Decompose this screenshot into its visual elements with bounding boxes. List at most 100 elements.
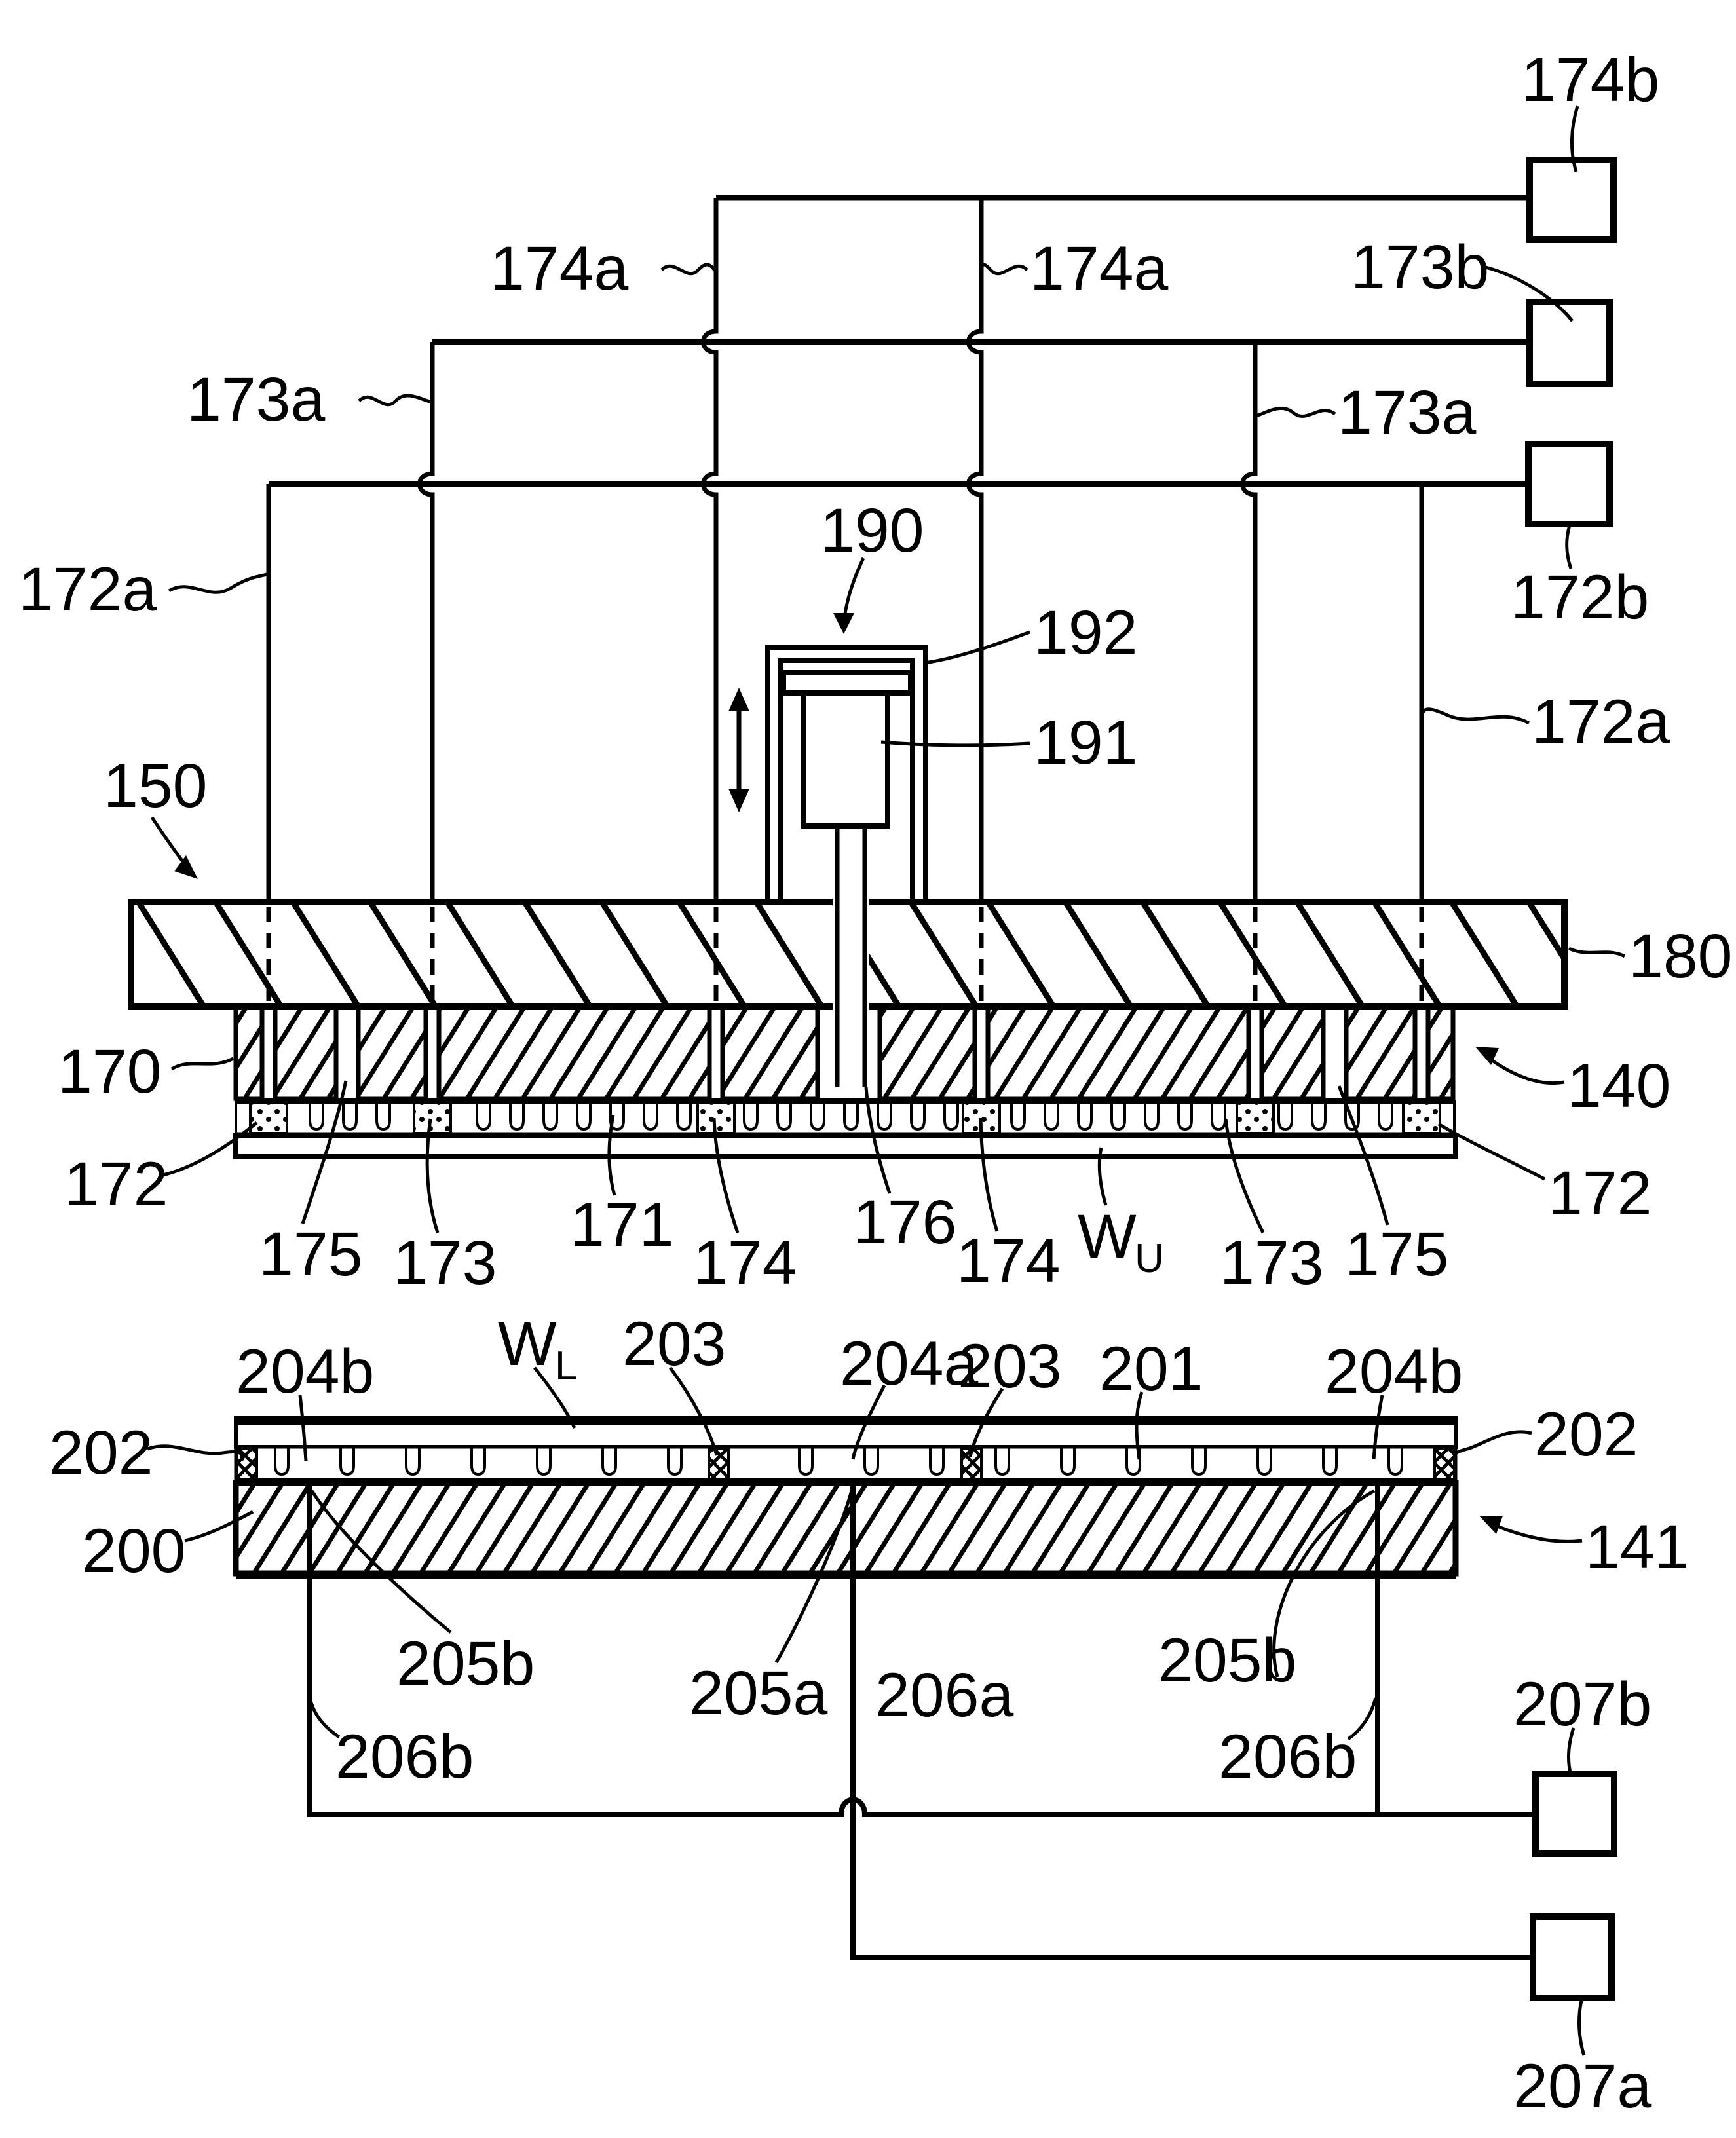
electrode-block <box>1344 1004 1418 1101</box>
lower-block-dividers <box>307 1483 1380 1575</box>
leader-206b-left <box>308 1697 341 1739</box>
leader-203-left <box>668 1366 719 1456</box>
leader-180 <box>1568 947 1626 958</box>
leader-174b <box>1570 105 1579 172</box>
label-174-left: 174 <box>693 1228 797 1298</box>
leader-173a-left <box>358 394 433 407</box>
electrode-block <box>877 1004 977 1101</box>
label-WU-sub: U <box>1135 1236 1164 1281</box>
label-202-left: 202 <box>49 1418 153 1488</box>
leader-175-right <box>1337 1085 1389 1226</box>
terminal-pad-172 <box>1402 1102 1441 1135</box>
seal-block-203-left <box>708 1447 730 1480</box>
label-170: 170 <box>58 1037 162 1106</box>
power-box-174b <box>1526 157 1617 243</box>
leader-171 <box>607 1114 616 1196</box>
label-171: 171 <box>570 1190 674 1260</box>
column-174a-right <box>966 198 984 902</box>
wire-206a-to-207a <box>850 1575 1533 1960</box>
label-WU-main: W <box>1078 1202 1137 1271</box>
leader-WL <box>533 1366 576 1429</box>
arrowhead-140 <box>1475 1047 1499 1065</box>
label-203-left: 203 <box>622 1309 726 1379</box>
label-172a-right: 172a <box>1532 687 1670 757</box>
label-204a: 204a <box>840 1329 979 1398</box>
power-box-173b <box>1526 299 1613 387</box>
electrode-block <box>273 1004 339 1101</box>
label-207b: 207b <box>1513 1670 1651 1739</box>
leader-175-left <box>301 1080 348 1224</box>
label-206b-left: 206b <box>335 1722 474 1791</box>
label-176: 176 <box>853 1188 957 1257</box>
label-172a-left: 172a <box>18 555 157 624</box>
label-WL-sub: L <box>555 1343 577 1389</box>
lower-terminal-strip-201 <box>234 1445 1458 1484</box>
label-190: 190 <box>820 496 924 565</box>
electrode-block <box>720 1004 820 1101</box>
label-180: 180 <box>1629 922 1733 991</box>
electrode-block <box>233 1004 265 1101</box>
leader-170 <box>170 1057 235 1071</box>
label-173b: 173b <box>1351 233 1489 302</box>
arrowhead-141 <box>1479 1516 1503 1534</box>
electrode-band-140 <box>233 1004 1456 1101</box>
upper-stage-assembly <box>128 645 1568 1159</box>
leader-203-right <box>968 1387 1004 1457</box>
terminal-pad-172 <box>413 1102 452 1135</box>
leader-174-right <box>979 1117 999 1232</box>
label-204b-left: 204b <box>236 1337 374 1406</box>
label-207a: 207a <box>1513 2052 1652 2121</box>
leader-140-arrow <box>1484 1054 1565 1085</box>
column-174a-left <box>701 198 719 902</box>
arrowhead-190 <box>833 613 854 634</box>
leader-173-right <box>1224 1118 1265 1234</box>
electrode-block <box>356 1004 428 1101</box>
label-203-right: 203 <box>958 1332 1062 1401</box>
leader-172-left <box>160 1121 258 1178</box>
label-174a-right: 174a <box>1030 234 1169 303</box>
leader-205b-right <box>1272 1489 1376 1678</box>
label-201: 201 <box>1099 1334 1203 1404</box>
motion-arrow-down-head <box>728 789 749 812</box>
leader-205b-left <box>310 1490 452 1634</box>
terminal-strip-171 <box>235 1098 1456 1138</box>
leader-WU <box>1097 1147 1108 1206</box>
lower-wiring <box>307 1575 1617 2001</box>
pusher-unit-190 <box>728 645 928 1089</box>
leader-207b <box>1567 1727 1576 1776</box>
power-box-172b <box>1525 441 1613 527</box>
label-173a-left: 173a <box>187 365 326 434</box>
lower-base-block-141 <box>233 1480 1459 1577</box>
leader-204b-right <box>1372 1395 1384 1460</box>
label-175-left: 175 <box>259 1220 363 1289</box>
leader-174a-left <box>660 263 718 276</box>
leader-191 <box>880 740 1030 747</box>
reference-labels: 174b 173b 172b 174a 174a 173a 173a 172a … <box>18 45 1733 2121</box>
label-WL-main: W <box>498 1309 557 1379</box>
label-205b-right: 205b <box>1158 1626 1296 1695</box>
label-140: 140 <box>1567 1051 1671 1121</box>
label-150: 150 <box>104 751 208 821</box>
electrode-block <box>985 1004 1251 1101</box>
upper-wiring <box>266 157 1617 902</box>
leader-lines <box>147 105 1626 2056</box>
label-174b: 174b <box>1521 45 1659 115</box>
bracket-192-inner <box>778 658 915 902</box>
leader-202-right <box>1454 1430 1532 1456</box>
label-173-left: 173 <box>393 1228 497 1298</box>
cylinder-191 <box>801 690 890 829</box>
bracket-192-outer <box>765 645 928 902</box>
label-202-right: 202 <box>1534 1400 1638 1469</box>
upper-wafer-WU <box>233 1133 1458 1159</box>
slider-plate <box>781 670 913 696</box>
label-172-right: 172 <box>1548 1159 1652 1228</box>
label-200: 200 <box>82 1516 186 1586</box>
motion-arrow-up-head <box>728 688 749 711</box>
power-box-207a <box>1530 1913 1615 2001</box>
leader-173b <box>1485 265 1574 322</box>
label-172b: 172b <box>1511 563 1649 632</box>
leader-205a <box>774 1490 854 1664</box>
electrode-block <box>1425 1004 1456 1101</box>
